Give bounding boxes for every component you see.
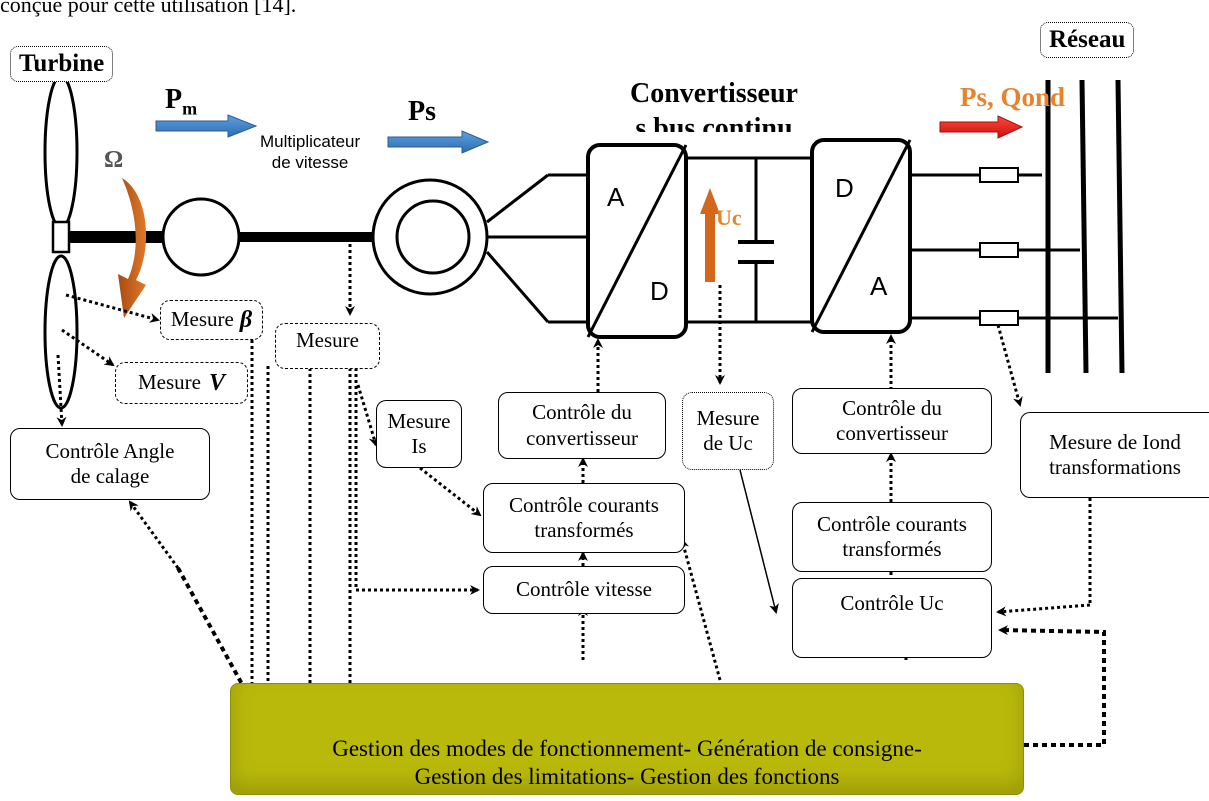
ps-qond-arrow: [939, 115, 1024, 139]
controle-convertisseur-2-box: Contrôle du convertisseur: [792, 388, 992, 454]
controle-courants1-line1: Contrôle courants: [509, 492, 659, 517]
controle-conv1-line2: convertisseur: [526, 425, 638, 450]
mesure-omega-text: Mesure: [296, 328, 359, 352]
omega-rotation-arrow: [118, 178, 147, 318]
ps-qond-label: Ps, Qond: [960, 82, 1066, 112]
converter-left-bottom-letter: D: [650, 276, 669, 306]
reseau-label: Réseau: [1040, 22, 1135, 58]
controle-courants-1-box: Contrôle courants transformés: [483, 483, 685, 553]
v-symbol: V: [208, 369, 225, 396]
mesure-beta-box: Mesure β: [160, 300, 263, 340]
controle-courants2-line2: transformés: [842, 537, 942, 561]
generator-inner: [395, 199, 471, 275]
gestion-line1: Gestion des modes de fonctionnement- Gén…: [332, 735, 922, 761]
mesure-beta-text: Mesure: [170, 307, 234, 332]
controle-convertisseur-1-box: Contrôle du convertisseur: [498, 392, 666, 459]
controle-uc-text: Contrôle Uc: [840, 591, 944, 615]
mesure-is-box: Mesure Is: [376, 400, 462, 468]
controle-angle-box: Contrôle Angle de calage: [10, 428, 210, 500]
controle-courants1-line2: transformés: [534, 518, 634, 542]
filter-impedance-2: [979, 242, 1019, 258]
controle-vitesse-box: Contrôle vitesse: [483, 566, 685, 614]
uc-label: Uc: [716, 205, 742, 230]
mesure-uc-line1: Mesure: [696, 405, 760, 430]
controle-uc-box: Contrôle Uc: [792, 578, 992, 658]
controle-conv1-line1: Contrôle du: [532, 400, 632, 425]
ps-label: Ps: [408, 96, 436, 127]
converter-right-bottom-letter: A: [870, 271, 888, 301]
mesure-iond-box: Mesure de Iond transformations: [1020, 412, 1209, 498]
low-speed-shaft: [70, 231, 168, 243]
signal-lines: [56, 244, 1092, 697]
pm-arrow: [155, 114, 258, 138]
gestion-line2: Gestion des limitations- Gestion des fon…: [414, 764, 840, 790]
controle-courants-2-box: Contrôle courants transformés: [792, 502, 992, 572]
controle-courants2-line1: Contrôle courants: [817, 511, 967, 536]
mesure-omega-box: Mesure: [275, 323, 380, 369]
beta-symbol: β: [239, 306, 253, 333]
mesure-uc-line2: de Uc: [703, 431, 753, 455]
pm-label: Pm: [165, 84, 198, 119]
omega-label: Ω: [104, 147, 124, 173]
mesure-v-box: Mesure V: [115, 362, 248, 404]
mesure-iond-line1: Mesure de Iond: [1049, 429, 1181, 454]
controle-vitesse-text: Contrôle vitesse: [516, 577, 652, 602]
mesure-is-line1: Mesure: [387, 408, 451, 433]
filter-impedance-1: [979, 167, 1019, 183]
mesure-iond-line2: transformations: [1049, 455, 1181, 479]
turbine-hub: [51, 220, 71, 254]
high-speed-shaft: [233, 232, 383, 242]
controle-angle-line2: de calage: [70, 464, 150, 488]
top-caption: conçue pour cette utilisation [14].: [0, 0, 297, 17]
gearbox-circle: [161, 197, 241, 277]
ps-arrow: [387, 130, 490, 154]
controle-angle-line1: Contrôle Angle: [45, 438, 175, 463]
mesure-is-line2: Is: [411, 434, 427, 458]
controle-conv2-line1: Contrôle du: [842, 395, 942, 420]
mesure-v-text: Mesure: [138, 370, 201, 395]
uc-arrow: [700, 188, 720, 214]
gestion-bar: Gestion des modes de fonctionnement- Gén…: [230, 683, 1024, 795]
filter-impedance-3: [979, 310, 1019, 326]
mesure-uc-box: Mesure de Uc: [682, 392, 774, 470]
converter-left-top-letter: A: [607, 182, 625, 212]
converter-right-top-letter: D: [835, 173, 854, 203]
controle-conv2-line2: convertisseur: [836, 421, 948, 445]
grid-bars: [1045, 79, 1125, 374]
turbine-label: Turbine: [10, 46, 114, 82]
